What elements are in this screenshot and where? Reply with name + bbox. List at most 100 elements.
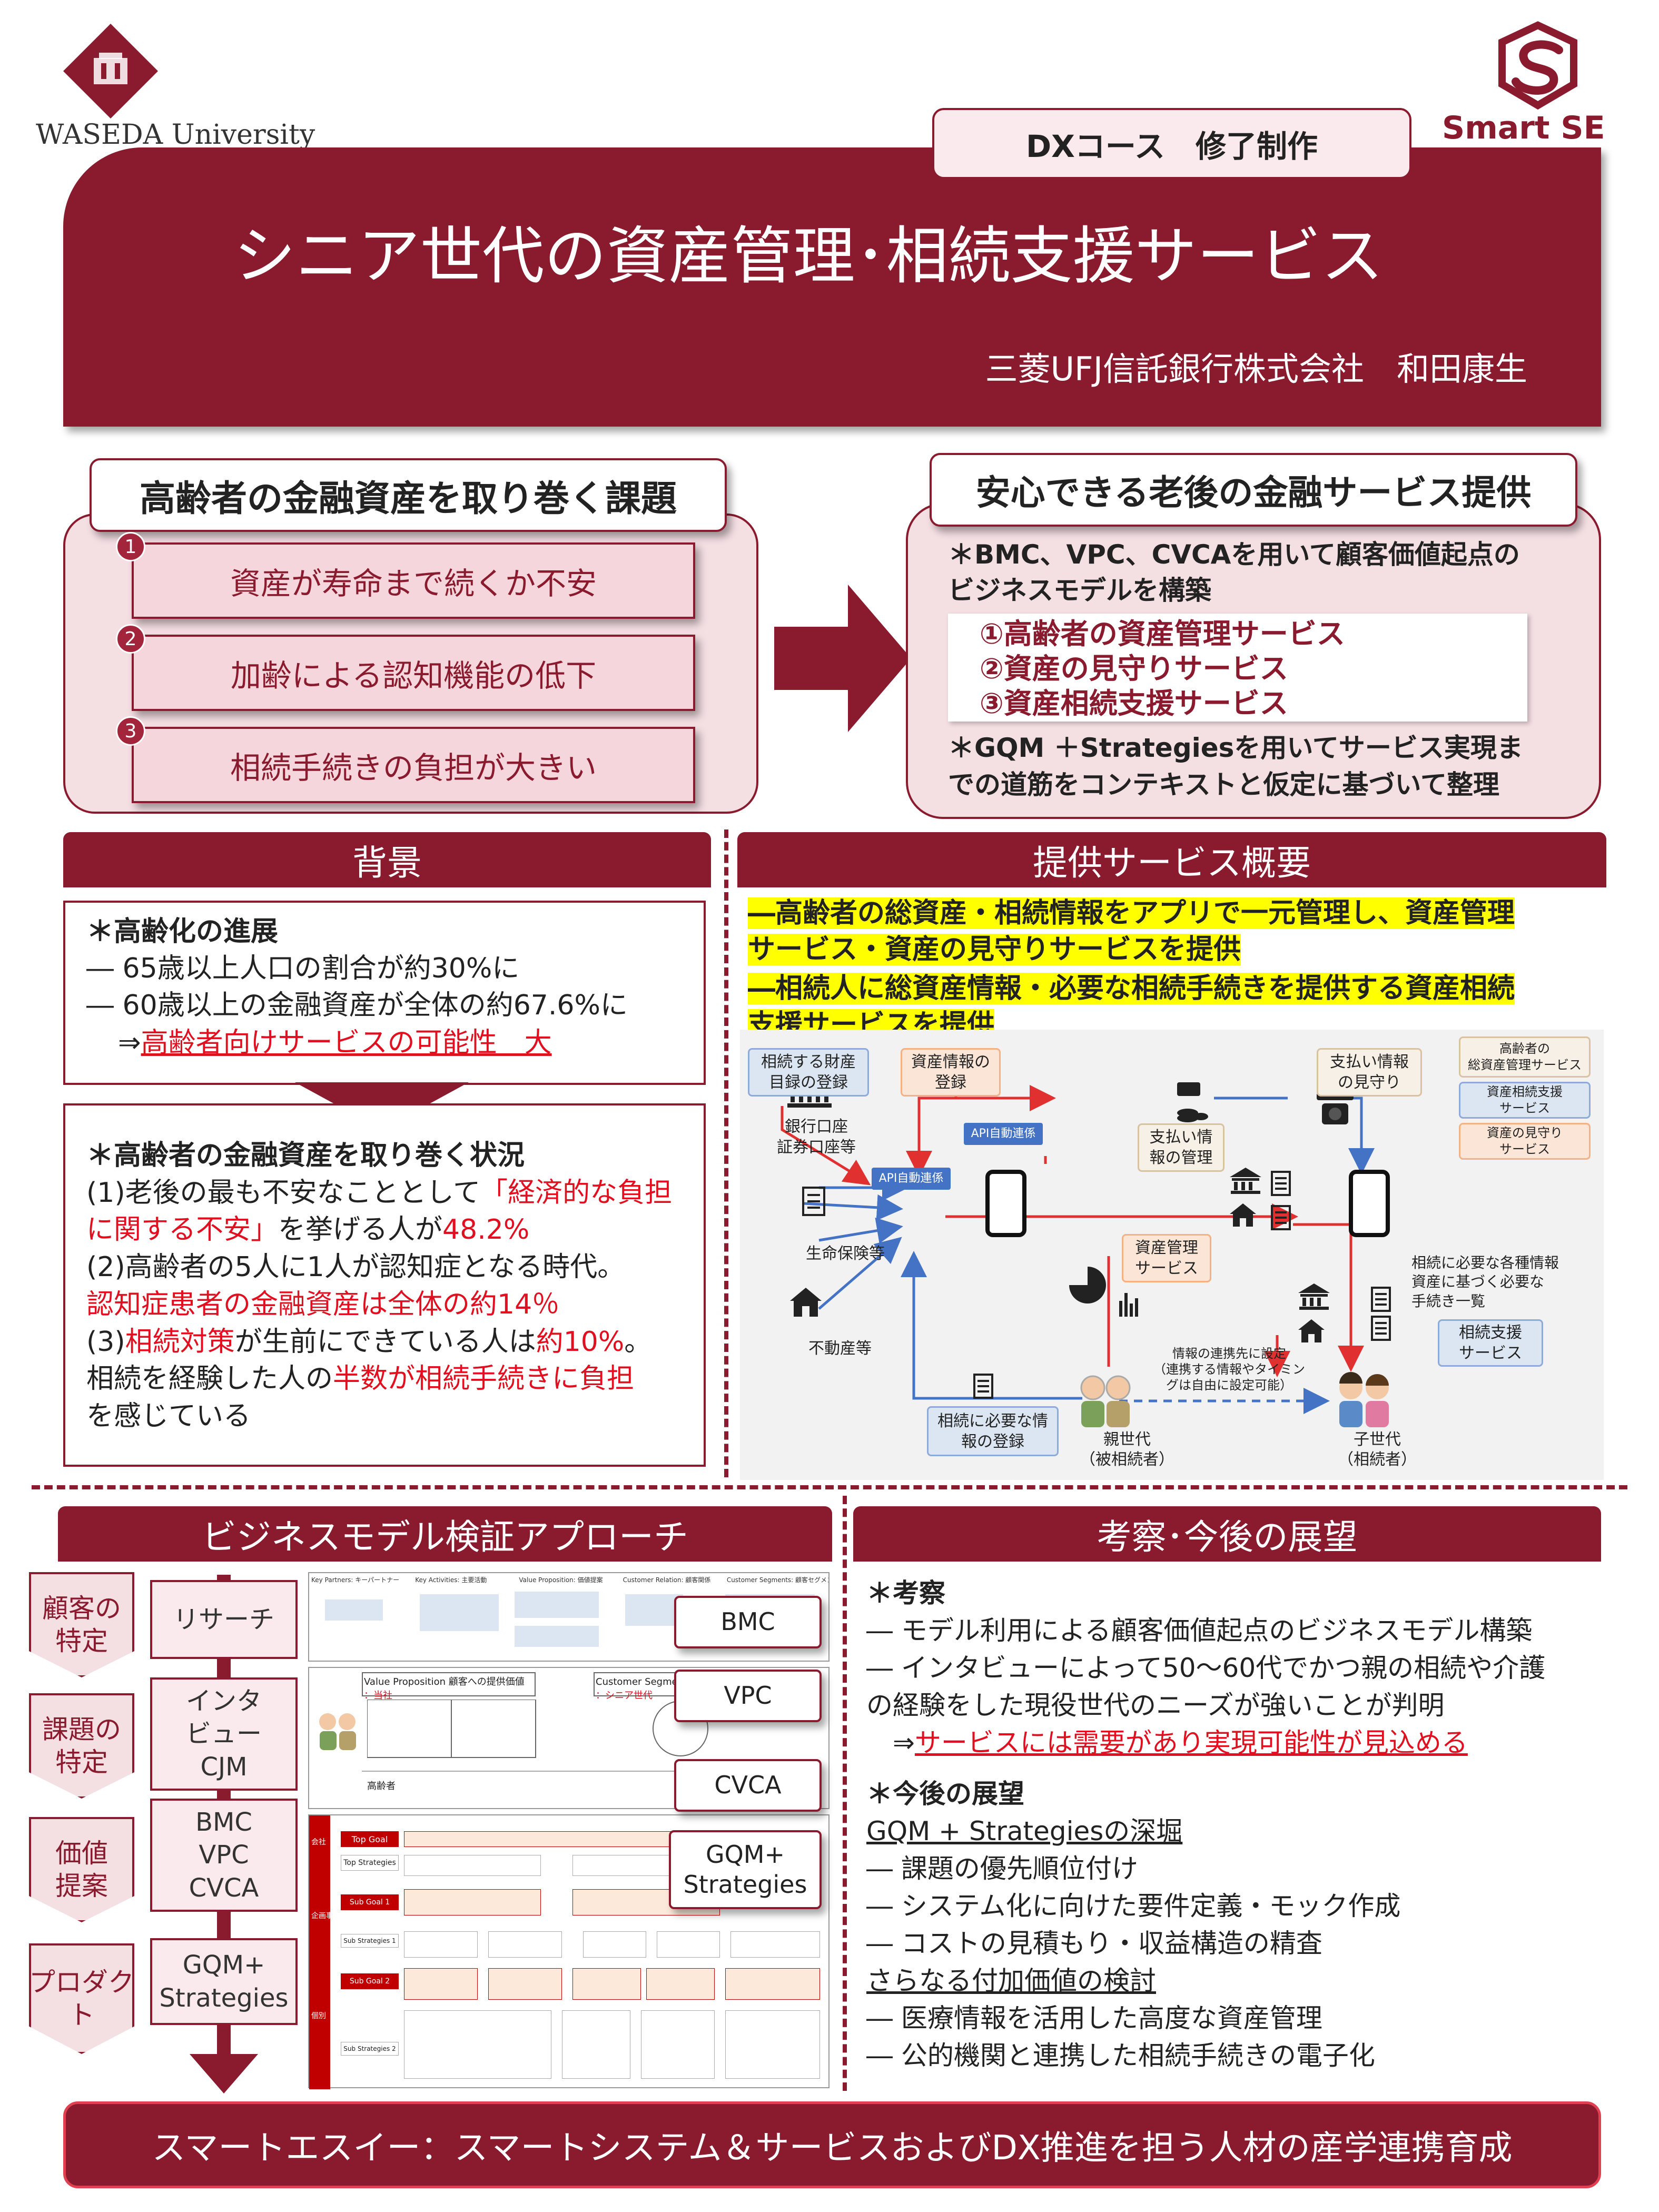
bg-aging-conclusion: 高齢者向けサービスの可能性 大: [141, 1026, 552, 1059]
background-box-2: ＊高齢者の金融資産を取り巻く状況 (1)老後の最も不安なこととして「経済的な負担…: [63, 1103, 706, 1467]
service-hl1a: ―高齢者の総資産・相続情報をアプリで一元管理し、資産管理: [748, 897, 1515, 929]
bmc-h3: Value Proposition: 価値提案: [519, 1576, 603, 1584]
diagram-realestate-label: 不動産等: [808, 1339, 872, 1358]
solution-line1: ＊BMC、VPC、CVCAを用いて顧客価値起点の ビジネスモデルを構築: [948, 537, 1520, 608]
bmc-h5: Customer Segments: 顧客セグメント: [726, 1576, 829, 1584]
solution-line2: ＊GQM ＋Strategiesを用いてサービス実現ま での道筋をコンテキストと…: [948, 729, 1523, 803]
discussion-d2a: ― インタビューによって50～60代でかつ親の相続や介護: [866, 1653, 1546, 1683]
diagram-asset-reg: 資産情報の 登録: [901, 1048, 1001, 1097]
approach-label-bmc: BMC: [674, 1596, 822, 1648]
diagram-api-1: API自動連係: [964, 1123, 1043, 1145]
approach-arrow-product: プロダク ト: [29, 1943, 134, 2054]
diagram-pay-mgmt: 支払い情 報の管理: [1138, 1123, 1224, 1172]
gqm-sub-str-1: Sub Strategies 1: [341, 1934, 399, 1948]
page-title: シニア世代の資産管理･相続支援サービス: [233, 220, 1384, 292]
waseda-emblem-icon: [63, 24, 158, 118]
gqm-plan-label: 企画事業: [311, 1912, 341, 1920]
waseda-logo: WASEDA University: [32, 16, 315, 151]
gqm-thumbnail: 会社 企画事業 個別 Top Goal Top Strategies Sub G…: [308, 1814, 829, 2089]
discussion-body: ＊考察 ― モデル利用による顧客価値起点のビジネスモデル構築 ― インタビューに…: [866, 1575, 1545, 2075]
discussion-s1b: ― システム化に向けた要件定義・モック作成: [866, 1891, 1401, 1921]
bg-p5a: 相続を経験した人の: [86, 1363, 333, 1395]
diagram-bank-label: 銀行口座 証券口座等: [777, 1118, 856, 1157]
approach-step-bmc: BMC VPC CVCA: [150, 1799, 298, 1912]
approach-arrow-issue: 課題の 特定: [29, 1693, 134, 1799]
author: 三菱UFJ信託銀行株式会社 和田康生: [985, 350, 1527, 388]
solution-title: 安心できる老後の金融サービス提供: [930, 453, 1577, 527]
gqm-sub-goal-1: Sub Goal 1: [341, 1894, 399, 1910]
solution-line2a: ＊GQM ＋Strategiesを用いてサービス実現ま: [948, 733, 1523, 763]
approach-label-cvca: CVCA: [674, 1759, 822, 1812]
waseda-wordmark: WASEDA University: [36, 119, 315, 151]
issue-item-2: 加齢による認知機能の低下: [132, 635, 695, 711]
approach-label-vpc: VPC: [674, 1670, 822, 1722]
bg-p4b: 相続対策: [125, 1326, 235, 1358]
approach-step-gqm: GQM+ Strategies: [150, 1938, 298, 2025]
approach-step-research: リサーチ: [150, 1580, 298, 1659]
service-hl2a: ―相続人に総資産情報・必要な相続手続きを提供する資産相続: [748, 973, 1515, 1005]
bg-p1a: (1)老後の最も不安なこととして: [86, 1177, 481, 1209]
vpc-left-title: Value Proposition 顧客への提供価値 ：当社: [362, 1672, 536, 1701]
bg-aging-arrow: ⇒: [118, 1026, 141, 1059]
bg-p4d: 約10%: [536, 1326, 625, 1358]
course-badge: DXコース 修了制作: [932, 108, 1411, 179]
diagram-api-2: API自動連係: [872, 1168, 951, 1190]
bmc-h2: Key Activities: 主要活動: [415, 1576, 487, 1584]
discussion-s2b: ― 公的機関と連携した相続手続きの電子化: [866, 2040, 1375, 2071]
approach-flow-arrow-icon: [190, 2054, 258, 2094]
bg-p3: 認知症患者の金融資産は全体の約14％: [86, 1288, 560, 1320]
diagram-inherit-reg: 相続する財産 目録の登録: [748, 1048, 869, 1097]
footer-banner: スマートエスイー：スマートシステム＆サービスおよびDX推進を担う人材の産学連携育…: [63, 2101, 1601, 2188]
vpc-left-label: Value Proposition 顧客への提供価値: [364, 1676, 525, 1687]
discussion-h1: ＊考察: [866, 1578, 945, 1608]
smartse-emblem-icon: [1498, 21, 1577, 110]
approach-title: ビジネスモデル検証アプローチ: [58, 1506, 832, 1562]
horizontal-divider: [32, 1485, 1627, 1489]
vpc-left-sub: ：当社: [364, 1690, 392, 1701]
discussion-s1c: ― コストの見積もり・収益構造の精査: [866, 1928, 1322, 1959]
diagram-link-setting: 情報の連携先に設定 （連携する情報やタイミン グは自由に設定可能）: [1153, 1346, 1305, 1393]
service-item-2: ②資産の見守りサービス: [980, 651, 1288, 685]
discussion-s2: さらなる付加価値の検討: [866, 1966, 1156, 1996]
background-box-1: ＊高齢化の進展 ― 65歳以上人口の割合が約30%に ― 60歳以上の金融資産が…: [63, 901, 706, 1085]
diagram-insurance-label: 生命保険等: [806, 1245, 885, 1263]
right-arrow-icon: [774, 585, 911, 732]
approach-step-interview: インタ ビュー CJM: [150, 1677, 298, 1791]
smartse-wordmark: Smart SE: [1442, 110, 1605, 146]
solution-line1a: ＊BMC、VPC、CVCAを用いて顧客価値起点の: [948, 539, 1520, 570]
bg-p5b: 半数が相続手続きに負担: [333, 1363, 635, 1395]
discussion-d1: ― モデル利用による顧客価値起点のビジネスモデル構築: [866, 1615, 1533, 1646]
bg-p1b: 「経済的な負担: [480, 1177, 673, 1209]
diagram-legend-2: 資産相続支援 サービス: [1459, 1082, 1591, 1119]
gqm-sub-goal-2: Sub Goal 2: [341, 1973, 399, 1989]
diagram-legend-1: 高齢者の 総資産管理サービス: [1459, 1036, 1591, 1078]
bg-p1d: を挙げる人が: [278, 1214, 443, 1246]
gqm-sub-str-2: Sub Strategies 2: [341, 2042, 399, 2056]
discussion-d2b: の経験をした現役世代のニーズが強いことが判明: [866, 1690, 1445, 1721]
bg-p2: (2)高齢者の5人に1人が認知症となる時代。: [86, 1251, 625, 1283]
gqm-co-label: 会社: [311, 1838, 326, 1846]
solution-line2b: での道筋をコンテキストと仮定に基づいて整理: [948, 769, 1499, 800]
issue-number-1: 1: [116, 532, 145, 561]
gqm-indiv-label: 個別: [311, 2012, 326, 2020]
service-highlights: ―高齢者の総資産・相続情報をアプリで一元管理し、資産管理 サービス・資産の見守り…: [748, 895, 1515, 1043]
diagram-legend-3: 資産の見守り サービス: [1459, 1123, 1591, 1160]
gqm-top-strategies: Top Strategies: [341, 1855, 399, 1871]
bg-p5c: を感じている: [86, 1400, 251, 1433]
diagram-inherit-svc: 相続支援 サービス: [1438, 1319, 1543, 1367]
discussion-h2: ＊今後の展望: [866, 1779, 1024, 1809]
diagram-child-label: 子世代 （相続者）: [1338, 1430, 1417, 1469]
discussion-title: 考察･今後の展望: [853, 1506, 1601, 1562]
diagram-need-reg: 相続に必要な情 報の登録: [927, 1406, 1059, 1456]
approach-arrow-customer: 顧客の 特定: [29, 1572, 134, 1677]
background-title: 背景: [63, 832, 711, 887]
service-item-3: ③資産相続支援サービス: [980, 686, 1288, 720]
issue-item-1: 資産が寿命まで続くか不安: [132, 542, 695, 619]
vpc-elder-label: 高齢者: [367, 1781, 396, 1792]
issues-title: 高齢者の金融資産を取り巻く課題: [90, 458, 727, 532]
issue-number-3: 3: [116, 716, 145, 746]
issue-item-3: 相続手続きの負担が大きい: [132, 727, 695, 803]
header-banner: [63, 147, 1601, 427]
service-hl1b: サービス・資産の見守りサービスを提供: [748, 933, 1241, 965]
discussion-s2a: ― 医療情報を活用した高度な資産管理: [866, 2003, 1322, 2033]
